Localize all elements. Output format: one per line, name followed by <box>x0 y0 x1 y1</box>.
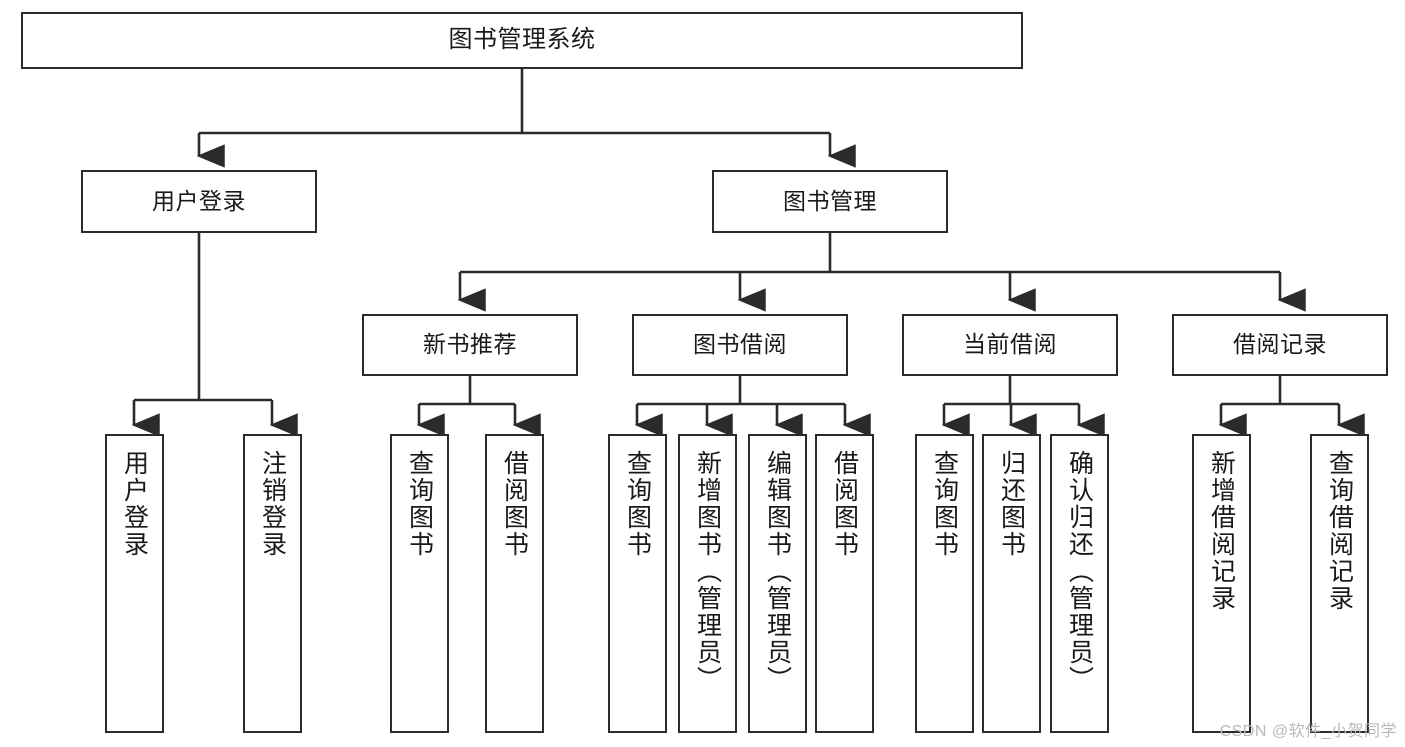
leaf-logout[interactable]: 注销登录 <box>243 434 302 733</box>
leaf-confirm-return-label: 确认归还（管理员） <box>1065 450 1094 693</box>
node-new-book-recommend-label: 新书推荐 <box>423 331 517 358</box>
leaf-return-book-label: 归还图书 <box>997 450 1026 558</box>
leaf-query-book-2-label: 查询图书 <box>623 450 652 558</box>
leaf-edit-book-label: 编辑图书（管理员） <box>763 450 792 693</box>
node-root-label: 图书管理系统 <box>448 26 596 54</box>
leaf-borrow-book-2-label: 借阅图书 <box>830 450 859 558</box>
csdn-watermark: CSDN @软件_小贺同学 <box>1219 723 1397 740</box>
leaf-query-book-2[interactable]: 查询图书 <box>608 434 667 733</box>
node-root[interactable]: 图书管理系统 <box>21 12 1023 69</box>
leaf-query-book-1-label: 查询图书 <box>405 450 434 558</box>
leaf-add-record-label: 新增借阅记录 <box>1207 450 1236 612</box>
node-user-login[interactable]: 用户登录 <box>81 170 317 233</box>
node-borrow-record-label: 借阅记录 <box>1233 331 1327 358</box>
leaf-borrow-book-2[interactable]: 借阅图书 <box>815 434 874 733</box>
leaf-add-book-label: 新增图书（管理员） <box>693 450 722 693</box>
leaf-query-record-label: 查询借阅记录 <box>1325 450 1354 612</box>
leaf-return-book[interactable]: 归还图书 <box>982 434 1041 733</box>
leaf-query-book-1[interactable]: 查询图书 <box>390 434 449 733</box>
leaf-edit-book[interactable]: 编辑图书（管理员） <box>748 434 807 733</box>
node-user-login-label: 用户登录 <box>152 187 246 214</box>
leaf-confirm-return[interactable]: 确认归还（管理员） <box>1050 434 1109 733</box>
leaf-borrow-book-1[interactable]: 借阅图书 <box>485 434 544 733</box>
node-book-management[interactable]: 图书管理 <box>712 170 948 233</box>
node-book-borrow[interactable]: 图书借阅 <box>632 314 848 376</box>
node-current-borrow-label: 当前借阅 <box>963 331 1057 358</box>
node-new-book-recommend[interactable]: 新书推荐 <box>362 314 578 376</box>
leaf-logout-label: 注销登录 <box>258 450 287 558</box>
leaf-borrow-book-1-label: 借阅图书 <box>500 450 529 558</box>
node-current-borrow[interactable]: 当前借阅 <box>902 314 1118 376</box>
node-book-management-label: 图书管理 <box>783 187 877 214</box>
node-book-borrow-label: 图书借阅 <box>693 331 787 358</box>
node-borrow-record[interactable]: 借阅记录 <box>1172 314 1388 376</box>
leaf-add-record[interactable]: 新增借阅记录 <box>1192 434 1251 733</box>
leaf-query-record[interactable]: 查询借阅记录 <box>1310 434 1369 733</box>
leaf-add-book[interactable]: 新增图书（管理员） <box>678 434 737 733</box>
leaf-query-book-3[interactable]: 查询图书 <box>915 434 974 733</box>
leaf-user-login-label: 用户登录 <box>120 450 149 558</box>
leaf-user-login[interactable]: 用户登录 <box>105 434 164 733</box>
leaf-query-book-3-label: 查询图书 <box>930 450 959 558</box>
